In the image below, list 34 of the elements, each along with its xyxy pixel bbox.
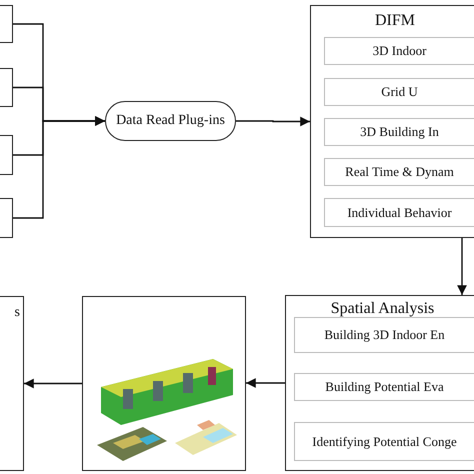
arrow — [236, 116, 310, 126]
input-box — [0, 68, 13, 107]
component-box — [294, 317, 474, 353]
arrow — [24, 378, 82, 388]
node-label: Grid U — [381, 84, 418, 100]
node-label: Building Potential Eva — [325, 379, 444, 395]
panel-title: DIFM — [374, 12, 415, 30]
process-pill — [105, 101, 236, 141]
input-box — [0, 135, 13, 175]
node-label: 3D Building In — [360, 124, 439, 140]
component-box — [324, 158, 474, 186]
panel-title: Spatial Analysis — [330, 300, 434, 318]
component-box — [294, 422, 474, 461]
arrow — [13, 116, 105, 219]
component-box — [324, 118, 474, 146]
arrow — [457, 238, 467, 295]
node-label: Identifying Potential Conge — [312, 434, 457, 450]
node-label: Building 3D Indoor En — [324, 327, 445, 343]
component-box — [324, 78, 474, 106]
component-box — [324, 37, 474, 65]
module-panel — [310, 5, 474, 238]
input-box — [0, 5, 13, 43]
component-box — [324, 198, 474, 227]
output-box — [0, 296, 24, 471]
component-box — [294, 373, 474, 401]
node-label: Individual Behavior — [347, 204, 452, 220]
node-label: Data Read Plug-ins — [116, 113, 225, 129]
node-label: s — [14, 305, 20, 321]
input-box — [0, 198, 13, 238]
module-panel — [285, 295, 474, 471]
arrow — [246, 378, 285, 388]
node-label: 3D Indoor — [372, 43, 426, 59]
node-label: Real Time & Dynam — [345, 164, 454, 180]
image-panel — [82, 296, 246, 471]
